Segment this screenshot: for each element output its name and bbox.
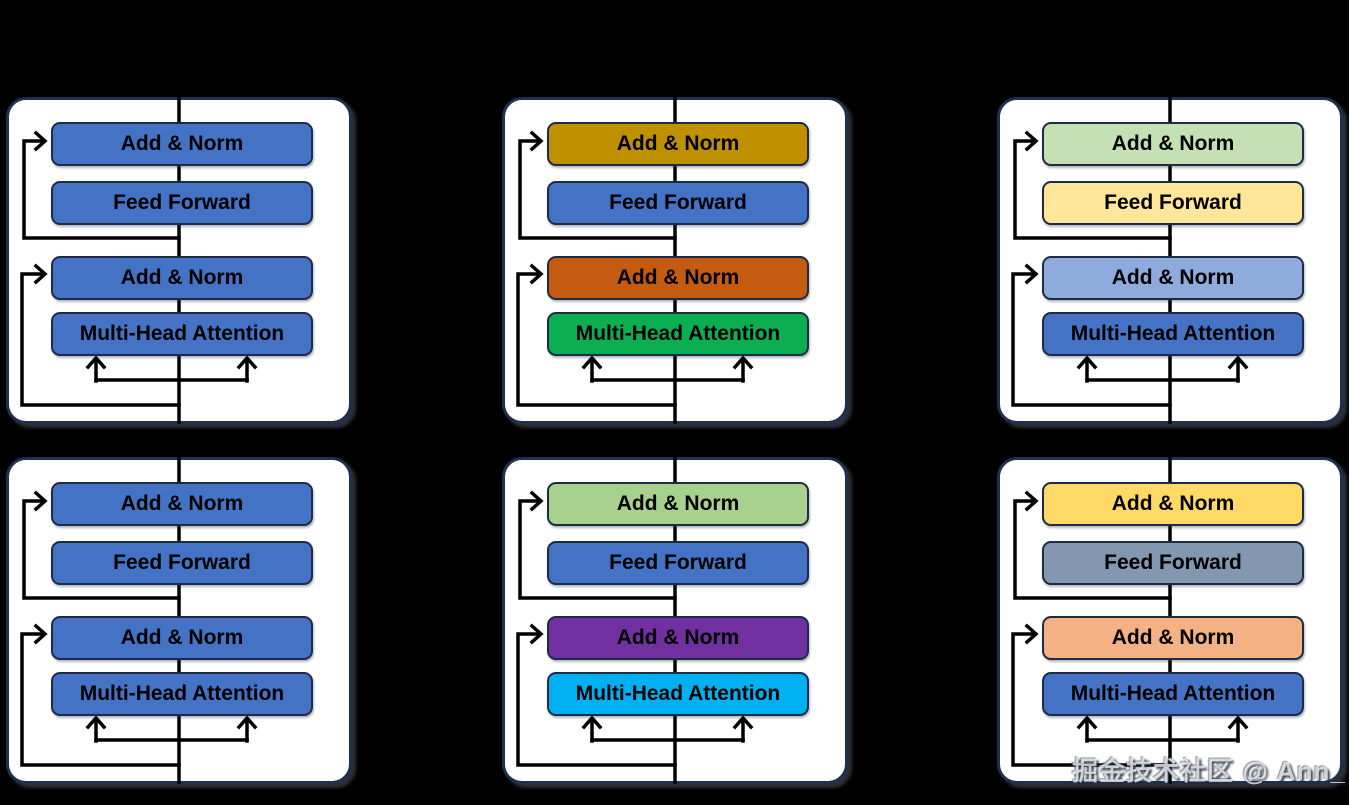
encoder-block-panel-bottom-middle: Add & Norm Feed Forward Add & Norm Multi… bbox=[502, 457, 848, 784]
feed-forward-box: Feed Forward bbox=[547, 181, 809, 225]
multi-head-attention-box: Multi-Head Attention bbox=[547, 312, 809, 356]
feed-forward-box: Feed Forward bbox=[547, 541, 809, 585]
add-norm-box: Add & Norm bbox=[547, 482, 809, 526]
add-norm-box: Add & Norm bbox=[51, 482, 313, 526]
add-norm-box: Add & Norm bbox=[547, 616, 809, 660]
multi-head-attention-box: Multi-Head Attention bbox=[1042, 672, 1304, 716]
feed-forward-box: Feed Forward bbox=[1042, 181, 1304, 225]
add-norm-box: Add & Norm bbox=[1042, 616, 1304, 660]
multi-head-attention-box: Multi-Head Attention bbox=[547, 672, 809, 716]
add-norm-box: Add & Norm bbox=[1042, 482, 1304, 526]
feed-forward-box: Feed Forward bbox=[1042, 541, 1304, 585]
add-norm-box: Add & Norm bbox=[547, 256, 809, 300]
add-norm-box: Add & Norm bbox=[547, 122, 809, 166]
encoder-block-panel-bottom-left: Add & Norm Feed Forward Add & Norm Multi… bbox=[6, 457, 352, 784]
multi-head-attention-box: Multi-Head Attention bbox=[51, 672, 313, 716]
add-norm-box: Add & Norm bbox=[1042, 256, 1304, 300]
encoder-block-panel-bottom-right: Add & Norm Feed Forward Add & Norm Multi… bbox=[997, 457, 1343, 784]
feed-forward-box: Feed Forward bbox=[51, 181, 313, 225]
add-norm-box: Add & Norm bbox=[51, 122, 313, 166]
add-norm-box: Add & Norm bbox=[1042, 122, 1304, 166]
multi-head-attention-box: Multi-Head Attention bbox=[1042, 312, 1304, 356]
add-norm-box: Add & Norm bbox=[51, 616, 313, 660]
encoder-block-panel-top-left: Add & Norm Feed Forward Add & Norm Multi… bbox=[6, 97, 352, 424]
encoder-block-panel-top-right: Add & Norm Feed Forward Add & Norm Multi… bbox=[997, 97, 1343, 424]
watermark: 掘金技术社区 @ Ann_ bbox=[1072, 756, 1346, 786]
add-norm-box: Add & Norm bbox=[51, 256, 313, 300]
multi-head-attention-box: Multi-Head Attention bbox=[51, 312, 313, 356]
encoder-block-panel-top-middle: Add & Norm Feed Forward Add & Norm Multi… bbox=[502, 97, 848, 424]
feed-forward-box: Feed Forward bbox=[51, 541, 313, 585]
